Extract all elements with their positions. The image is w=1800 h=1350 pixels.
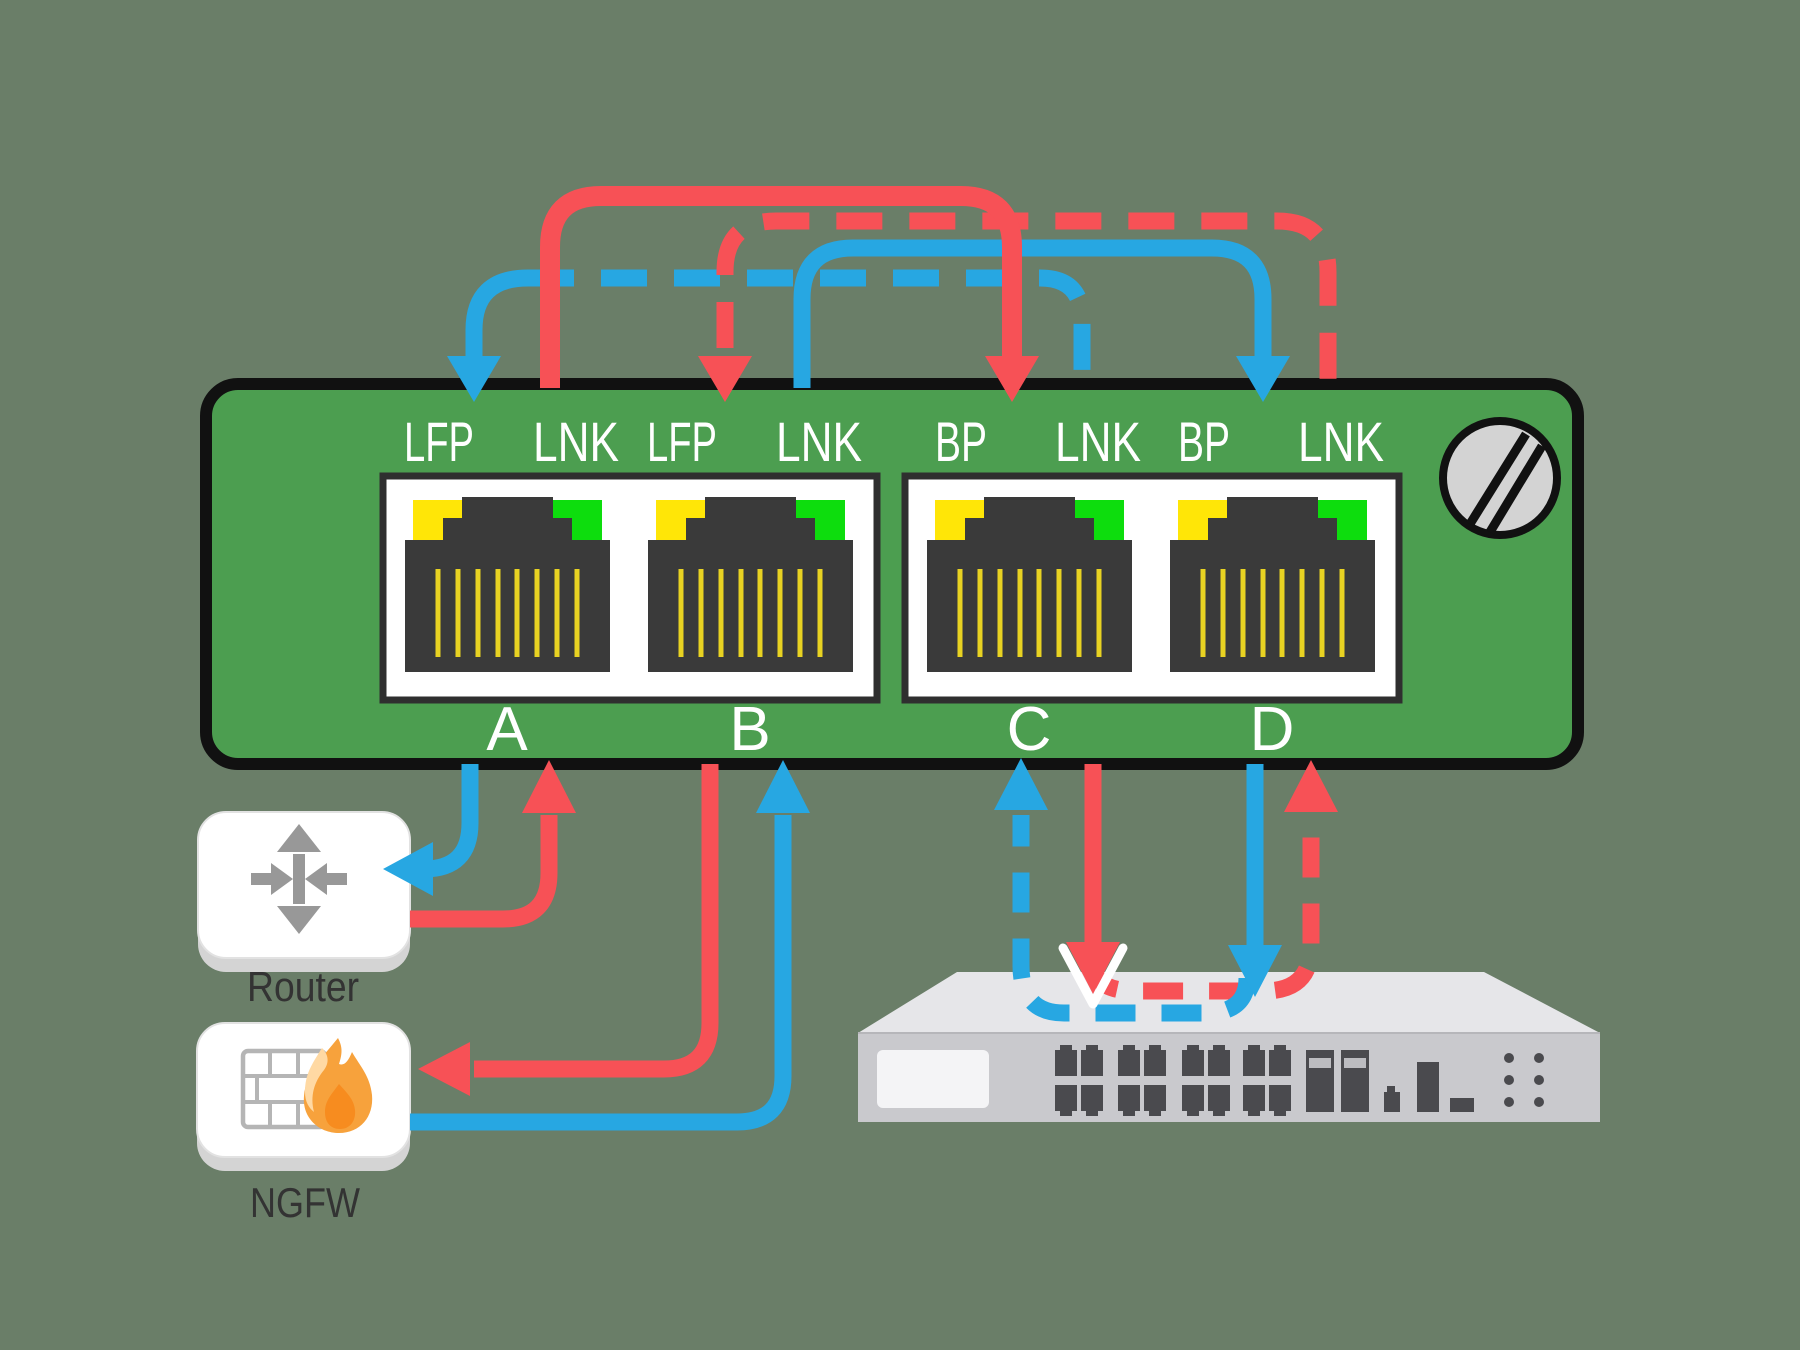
- indicator-label-lnk-d: LNK: [1298, 410, 1384, 473]
- indicator-label-lfp-a: LFP: [404, 410, 474, 473]
- red-arrowhead-into-ngfw: [418, 1042, 470, 1096]
- red-solid-top-path: [540, 186, 1022, 388]
- red-path-router-to-a: [410, 815, 558, 928]
- indicator-label-bp-d: BP: [1178, 410, 1230, 473]
- red-arrowhead-into-port-c-top: [985, 356, 1039, 402]
- indicator-label-lnk-b: LNK: [776, 410, 862, 473]
- blue-arrowhead-into-switch: [1228, 945, 1282, 997]
- indicator-label-lnk-c: LNK: [1055, 410, 1141, 473]
- port-b-jack: [648, 497, 853, 672]
- screw-icon: [1439, 417, 1561, 539]
- port-name-d: D: [1250, 695, 1295, 764]
- indicator-label-bp-c: BP: [935, 410, 987, 473]
- switch-misc-features: [1384, 1062, 1474, 1112]
- firewall-icon: [240, 1038, 373, 1133]
- red-dashed-top-path: [716, 212, 1337, 388]
- port-a-jack: [405, 497, 610, 672]
- switch-sfp-ports: [1306, 1050, 1369, 1112]
- flame-icon: [303, 1038, 373, 1133]
- blue-path-ngfw-to-b: [410, 815, 792, 1131]
- port-name-a: A: [486, 695, 528, 764]
- blue-arrowhead-into-port-b-bottom: [756, 760, 810, 813]
- router-device: Router: [197, 811, 411, 1010]
- red-arrowhead-into-port-a-bottom: [522, 760, 576, 813]
- red-dashed-switch-loop: [1084, 818, 1320, 1000]
- switch-vent-dots: [1504, 1053, 1544, 1107]
- red-arrowhead-into-switch: [1066, 942, 1120, 994]
- switch-badge: [877, 1050, 989, 1108]
- port-name-c: C: [1007, 695, 1052, 764]
- port-c-jack: [927, 497, 1132, 672]
- blue-dashed-switch-loop: [1012, 815, 1256, 1022]
- ngfw-device: NGFW: [196, 1022, 411, 1226]
- router-icon: [251, 824, 347, 934]
- blue-path-a-to-router: [423, 764, 479, 878]
- ngfw-label: NGFW: [250, 1179, 360, 1226]
- flow-lines-top: [447, 186, 1337, 402]
- blue-arrowhead-into-port-a-top: [447, 356, 501, 402]
- blue-arrowhead-into-port-c-bottom: [994, 758, 1048, 810]
- blue-dashed-top-path: [528, 269, 1091, 388]
- white-chevron-outline: [1058, 943, 1128, 1009]
- flow-lines-bottom: [383, 758, 1338, 1131]
- port-d-jack: [1170, 497, 1375, 672]
- indicator-label-lfp-b: LFP: [647, 410, 717, 473]
- indicator-label-lnk-a: LNK: [533, 410, 619, 473]
- blue-solid-top-path: [793, 239, 1272, 388]
- bypass-panel: LFP LNK LFP LNK BP LNK BP LNK A B C D: [200, 378, 1584, 770]
- blue-arrowhead-into-port-d-top: [1236, 356, 1290, 402]
- red-path-b-to-ngfw: [474, 764, 719, 1078]
- blue-arrowhead-into-router: [383, 842, 433, 896]
- router-label: Router: [247, 963, 359, 1010]
- port-name-b: B: [729, 695, 770, 764]
- red-arrowhead-into-port-d-bottom: [1284, 760, 1338, 812]
- blue-dashed-top-hook: [465, 269, 529, 360]
- red-arrowhead-into-port-b-top: [698, 356, 752, 402]
